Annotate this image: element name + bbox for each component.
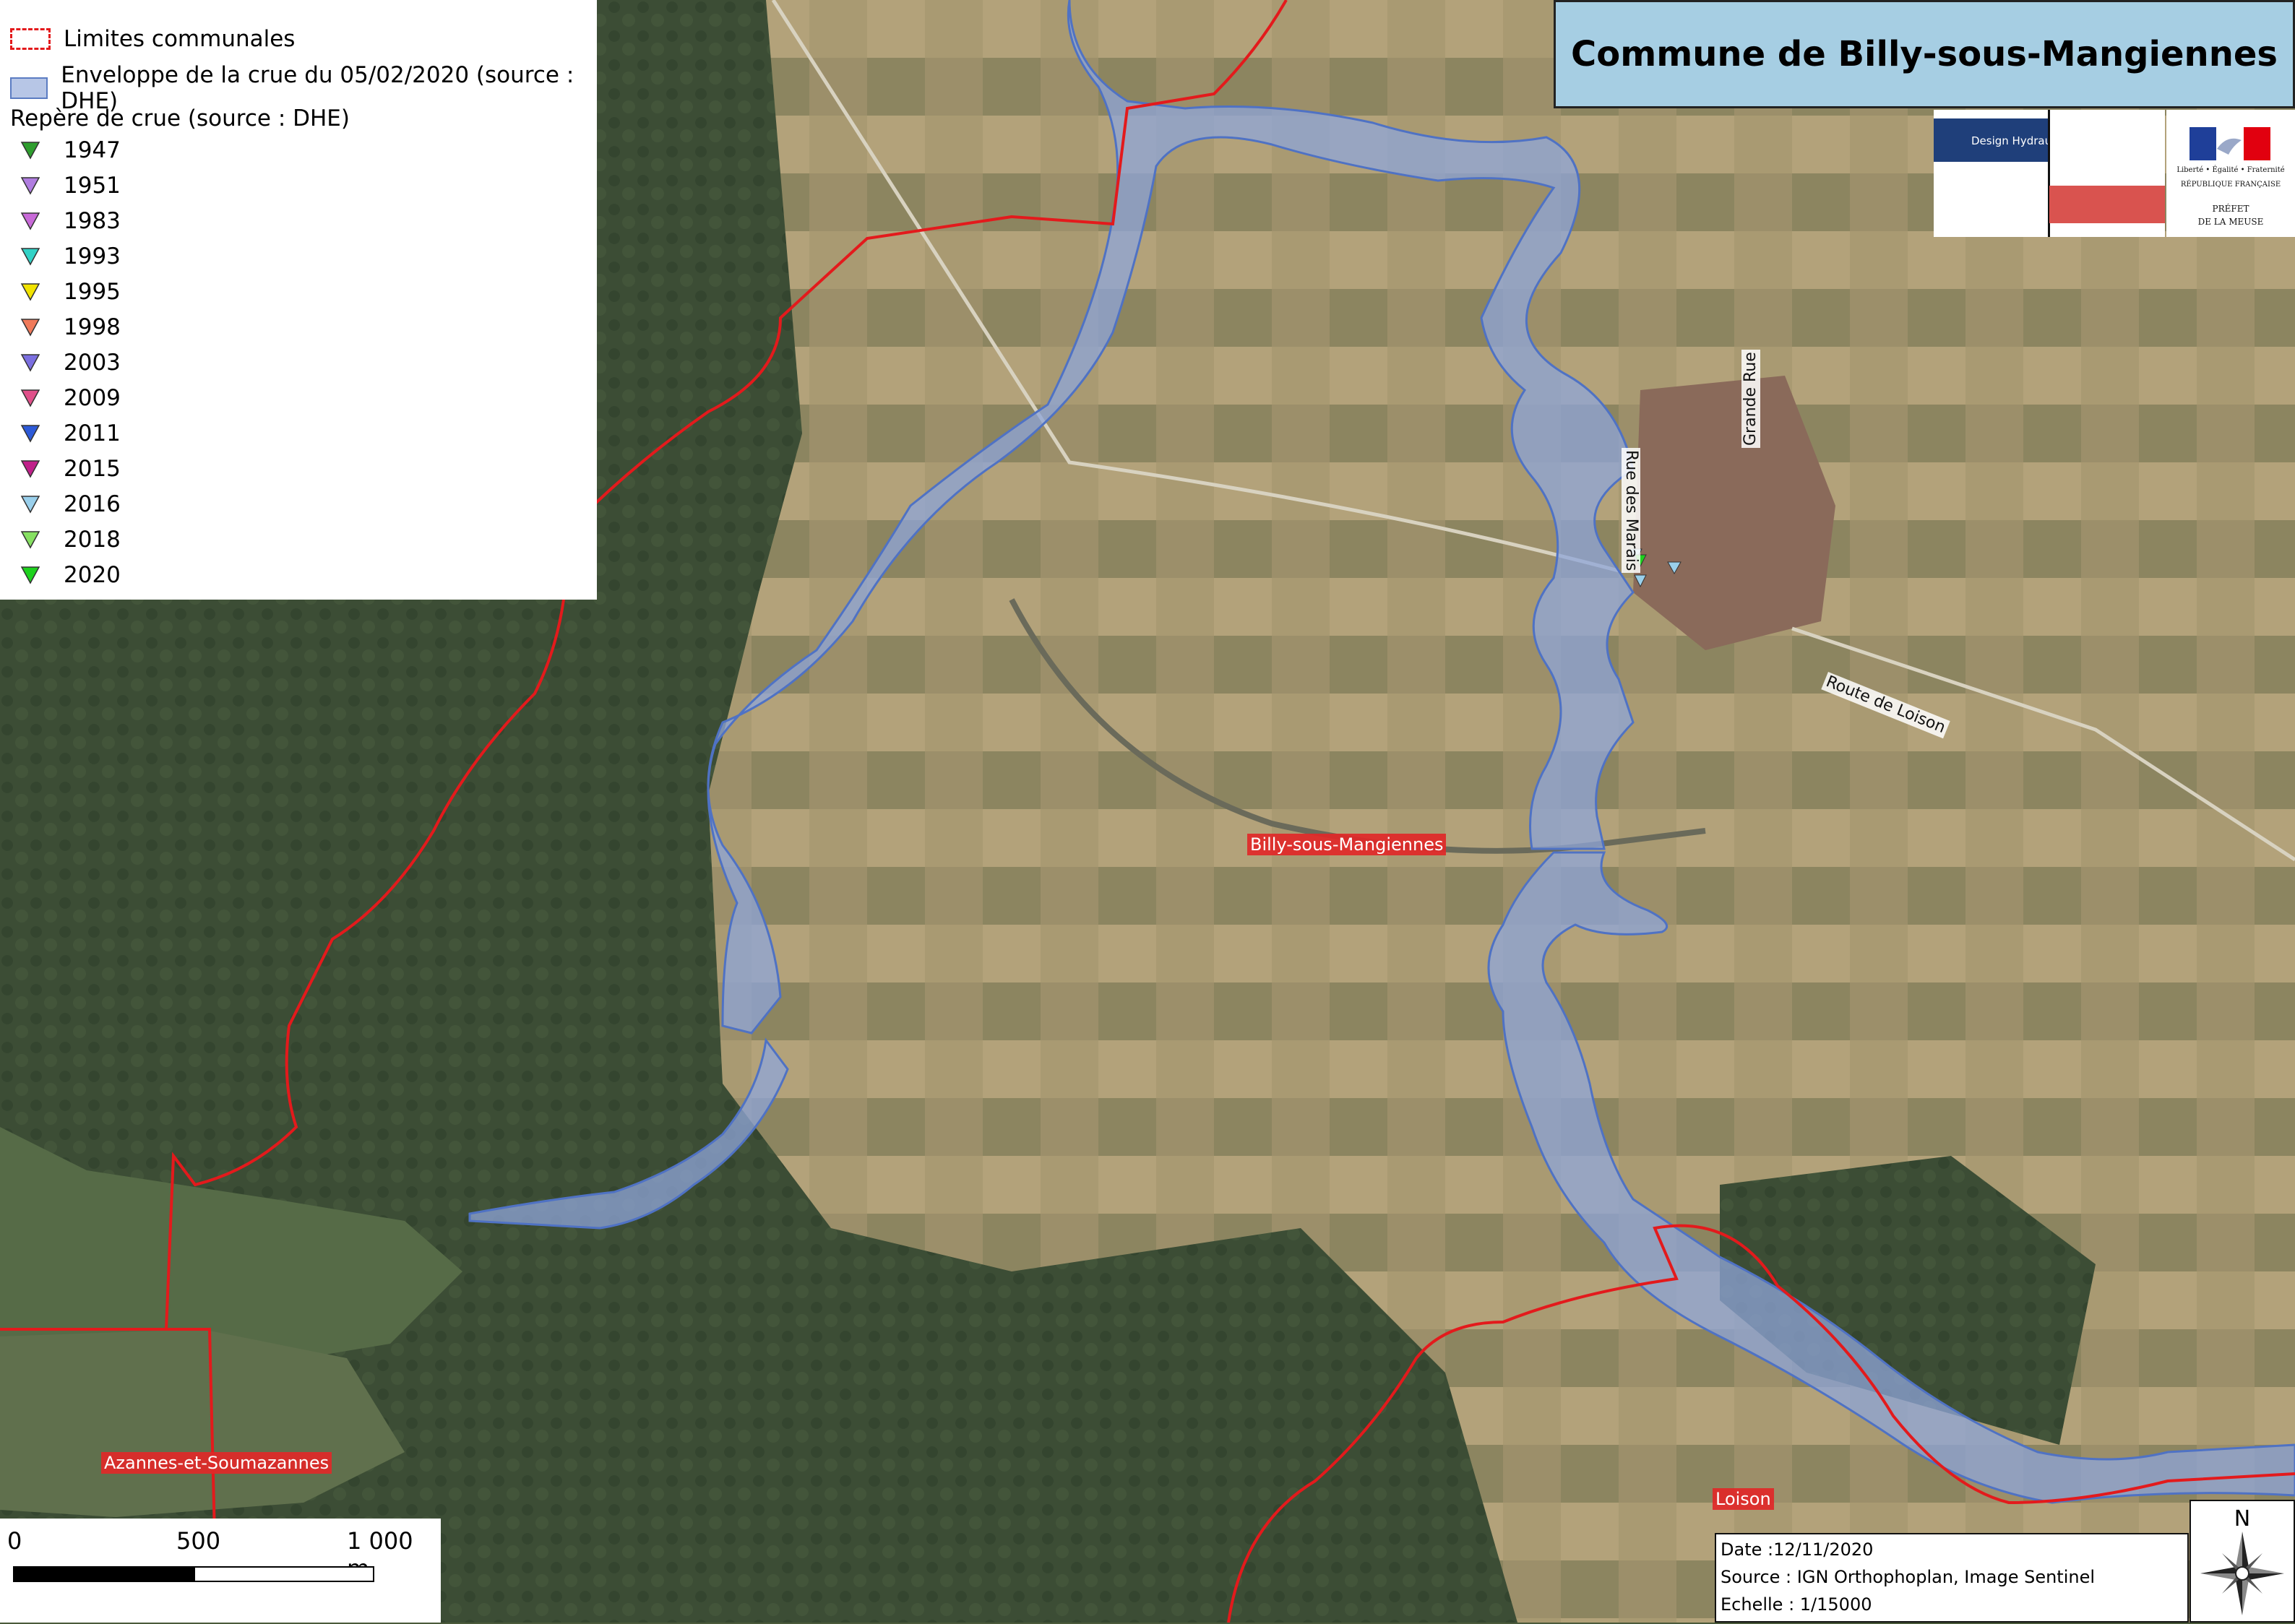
legend-mark-label: 2015: [64, 456, 121, 482]
map-legend: Limites communales Enveloppe de la crue …: [0, 0, 597, 600]
legend-mark-label: 2009: [64, 385, 121, 411]
triangle-marker-icon: [20, 319, 40, 337]
legend-mark-label: 2016: [64, 491, 121, 517]
label-billy: Billy-sous-Mangiennes: [1247, 834, 1447, 855]
legend-mark-1947: 1947: [10, 137, 121, 163]
triangle-marker-icon: [20, 566, 40, 584]
legend-mark-1983: 1983: [10, 208, 121, 234]
label-rue-marais: Rue des Marais: [1622, 448, 1640, 574]
compass-icon: N: [2200, 1506, 2284, 1615]
triangle-marker-icon: [20, 460, 40, 478]
triangle-marker-icon: [20, 425, 40, 443]
legend-mark-2018: 2018: [10, 527, 121, 553]
north-arrow-box: N: [2189, 1500, 2295, 1623]
legend-mark-1998: 1998: [10, 314, 121, 340]
triangle-marker-icon: [20, 142, 40, 160]
legend-mark-1951: 1951: [10, 173, 121, 199]
legend-mark-label: 1995: [64, 279, 121, 305]
legend-mark-label: 1947: [64, 137, 121, 163]
label-grande-rue: Grande Rue: [1741, 350, 1760, 448]
legend-mark-1995: 1995: [10, 279, 121, 305]
legend-mark-label: 1951: [64, 173, 121, 199]
prefet-dept: DE LA MEUSE: [2197, 217, 2264, 227]
rf-motto: Liberté • Égalité • Fraternité: [2176, 166, 2285, 174]
scale-bar: 0 500 1 000 m: [0, 1519, 441, 1623]
legend-mark-2009: 2009: [10, 385, 121, 411]
label-loison: Loison: [1713, 1488, 1774, 1510]
legend-mark-2016: 2016: [10, 491, 121, 517]
triangle-marker-icon: [20, 177, 40, 195]
village: [1633, 376, 1835, 650]
legend-mark-2015: 2015: [10, 456, 121, 482]
marianne-flag-icon: [2189, 127, 2270, 160]
triangle-marker-icon: [20, 283, 40, 301]
flood-envelope: [468, 0, 2295, 1504]
prefecture-logo: Liberté • Égalité • Fraternité RÉPUBLIQU…: [2166, 110, 2295, 237]
scale-seg-black: [13, 1566, 194, 1582]
legend-flood: Enveloppe de la crue du 05/02/2020 (sour…: [10, 62, 597, 114]
triangle-marker-icon: [20, 531, 40, 549]
info-box: Date :12/11/2020 Source : IGN Orthophopl…: [1715, 1533, 2189, 1623]
north-label: N: [2234, 1506, 2250, 1532]
scale-tick-0: 0: [7, 1527, 22, 1555]
prefet-label: PRÉFET: [2212, 204, 2249, 214]
triangle-marker-icon: [20, 389, 40, 407]
legend-mark-label: 1983: [64, 208, 121, 234]
scale-tick-500: 500: [176, 1527, 221, 1555]
dhe-logo-text: Design Hydraulique & Energie: [1971, 134, 2135, 147]
legend-mark-label: 2011: [64, 420, 121, 446]
flood-envelope-swatch: [10, 77, 48, 99]
dhe-logo: Design Hydraulique & Energie: [1934, 110, 2165, 237]
legend-mark-2003: 2003: [10, 350, 121, 376]
legend-mark-label: 2018: [64, 527, 121, 553]
road: [771, 0, 1619, 573]
legend-mark-2011: 2011: [10, 420, 121, 446]
commune-limit-swatch: [10, 28, 51, 50]
road-east: [1791, 626, 2295, 862]
legend-limit: Limites communales: [10, 26, 295, 52]
rf-name: RÉPUBLIQUE FRANÇAISE: [2180, 181, 2281, 189]
triangle-marker-icon: [20, 496, 40, 514]
legend-marks-header: Repère de crue (source : DHE): [10, 105, 350, 131]
info-scale: Echelle : 1/15000: [1721, 1594, 1872, 1615]
page-title: Commune de Billy-sous-Mangiennes: [1571, 34, 2278, 74]
legend-mark-label: 2020: [64, 562, 121, 588]
scale-seg-white: [194, 1566, 374, 1582]
legend-mark-2020: 2020: [10, 562, 121, 588]
legend-mark-label: 1998: [64, 314, 121, 340]
title-box: Commune de Billy-sous-Mangiennes: [1554, 0, 2295, 108]
triangle-marker-icon: [20, 354, 40, 372]
railway: [1009, 598, 1706, 854]
legend-mark-label: 1993: [64, 243, 121, 269]
label-azannes: Azannes-et-Soumazannes: [101, 1452, 332, 1474]
triangle-marker-icon: [20, 248, 40, 266]
legend-limit-label: Limites communales: [64, 26, 296, 52]
legend-flood-label: Enveloppe de la crue du 05/02/2020 (sour…: [61, 62, 574, 114]
legend-mark-label: 2003: [64, 350, 121, 376]
triangle-marker-icon: [20, 212, 40, 230]
legend-mark-1993: 1993: [10, 243, 121, 269]
flood-mark-2016: [1634, 574, 1647, 588]
info-source: Source : IGN Orthophoplan, Image Sentine…: [1721, 1567, 2096, 1587]
flood-mark-2016: [1667, 561, 1682, 575]
info-date: Date :12/11/2020: [1721, 1539, 1874, 1560]
